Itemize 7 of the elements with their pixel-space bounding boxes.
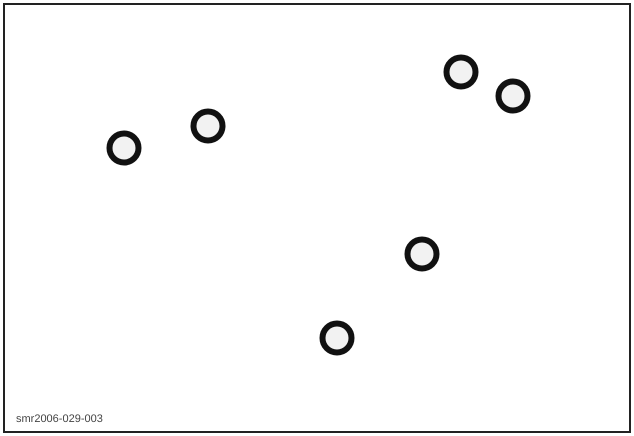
ring-marker: [404, 236, 440, 272]
ring-marker: [443, 54, 479, 90]
ring-marker: [106, 130, 142, 166]
ring-marker: [190, 108, 226, 144]
figure-id: smr2006-029-003: [16, 414, 103, 425]
ring-marker: [319, 320, 355, 356]
ring-marker: [495, 78, 531, 114]
